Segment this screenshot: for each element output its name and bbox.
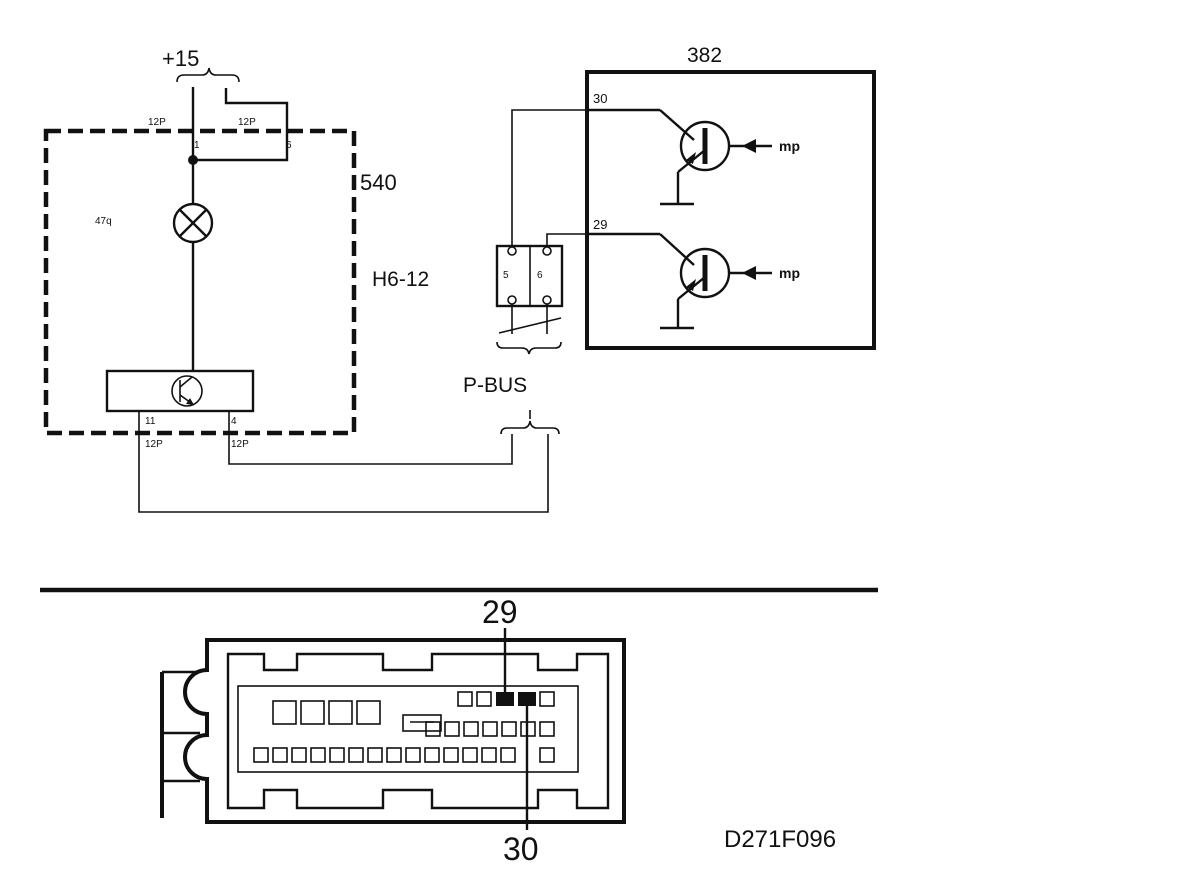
wire-to-pin-29: [546, 233, 587, 247]
lamp-code-label: 47q: [95, 216, 112, 227]
pin-4-label: 4: [231, 416, 237, 427]
connector-code-bottom-left: 12P: [145, 439, 163, 450]
bus-pin-6-label: 6: [537, 270, 543, 281]
wire-to-pin-30: [511, 109, 587, 247]
relay-contact-6-top: [542, 246, 552, 256]
connector-code-bottom-right: 12P: [231, 439, 249, 450]
connector-face-view: [160, 628, 626, 830]
pin-6-label: 6: [286, 140, 292, 151]
driver-block: [105, 369, 255, 413]
bus-wire-pin-11: [138, 433, 549, 513]
callout-30-label: 30: [503, 831, 539, 867]
module-id-label: 382: [687, 44, 722, 67]
transistor-icon: [171, 375, 203, 407]
module-382-box: [585, 70, 876, 350]
ecu-540-box: [43, 128, 357, 436]
bus-wire-pin-4: [228, 433, 513, 465]
bus-bracket-bottom: [500, 420, 560, 435]
mp-label-lower: mp: [779, 265, 800, 281]
mp-label-upper: mp: [779, 138, 800, 154]
bus-label: P-BUS: [463, 374, 527, 397]
supply-label: +15: [162, 46, 199, 71]
supply-loop-wire: [193, 88, 289, 162]
relay-switch-bar: [498, 317, 562, 334]
pin-1-label: 1: [194, 140, 200, 151]
module-pin-29-label: 29: [593, 217, 607, 232]
supply-bracket: [176, 67, 240, 83]
lamp-icon: [172, 202, 214, 244]
relay-contact-6-bottom: [542, 295, 552, 305]
callout-29-label: 29: [482, 594, 518, 630]
bus-pin-5-label: 5: [503, 270, 509, 281]
output-transistor-lower: [587, 232, 772, 330]
connector-code-top-right: 12P: [238, 117, 256, 128]
connector-code-top-left: 12P: [148, 117, 166, 128]
ecu-sub-label: H6-12: [372, 268, 429, 291]
pin-11-label: 11: [145, 416, 156, 427]
ecu-id-label: 540: [360, 170, 397, 195]
relay-contact-5-bottom: [507, 295, 517, 305]
output-transistor-upper: [587, 108, 772, 206]
drawing-code: D271F096: [724, 826, 836, 853]
module-pin-30-label: 30: [593, 91, 607, 106]
relay-contact-5-top: [507, 246, 517, 256]
bus-bracket-top: [496, 341, 562, 355]
